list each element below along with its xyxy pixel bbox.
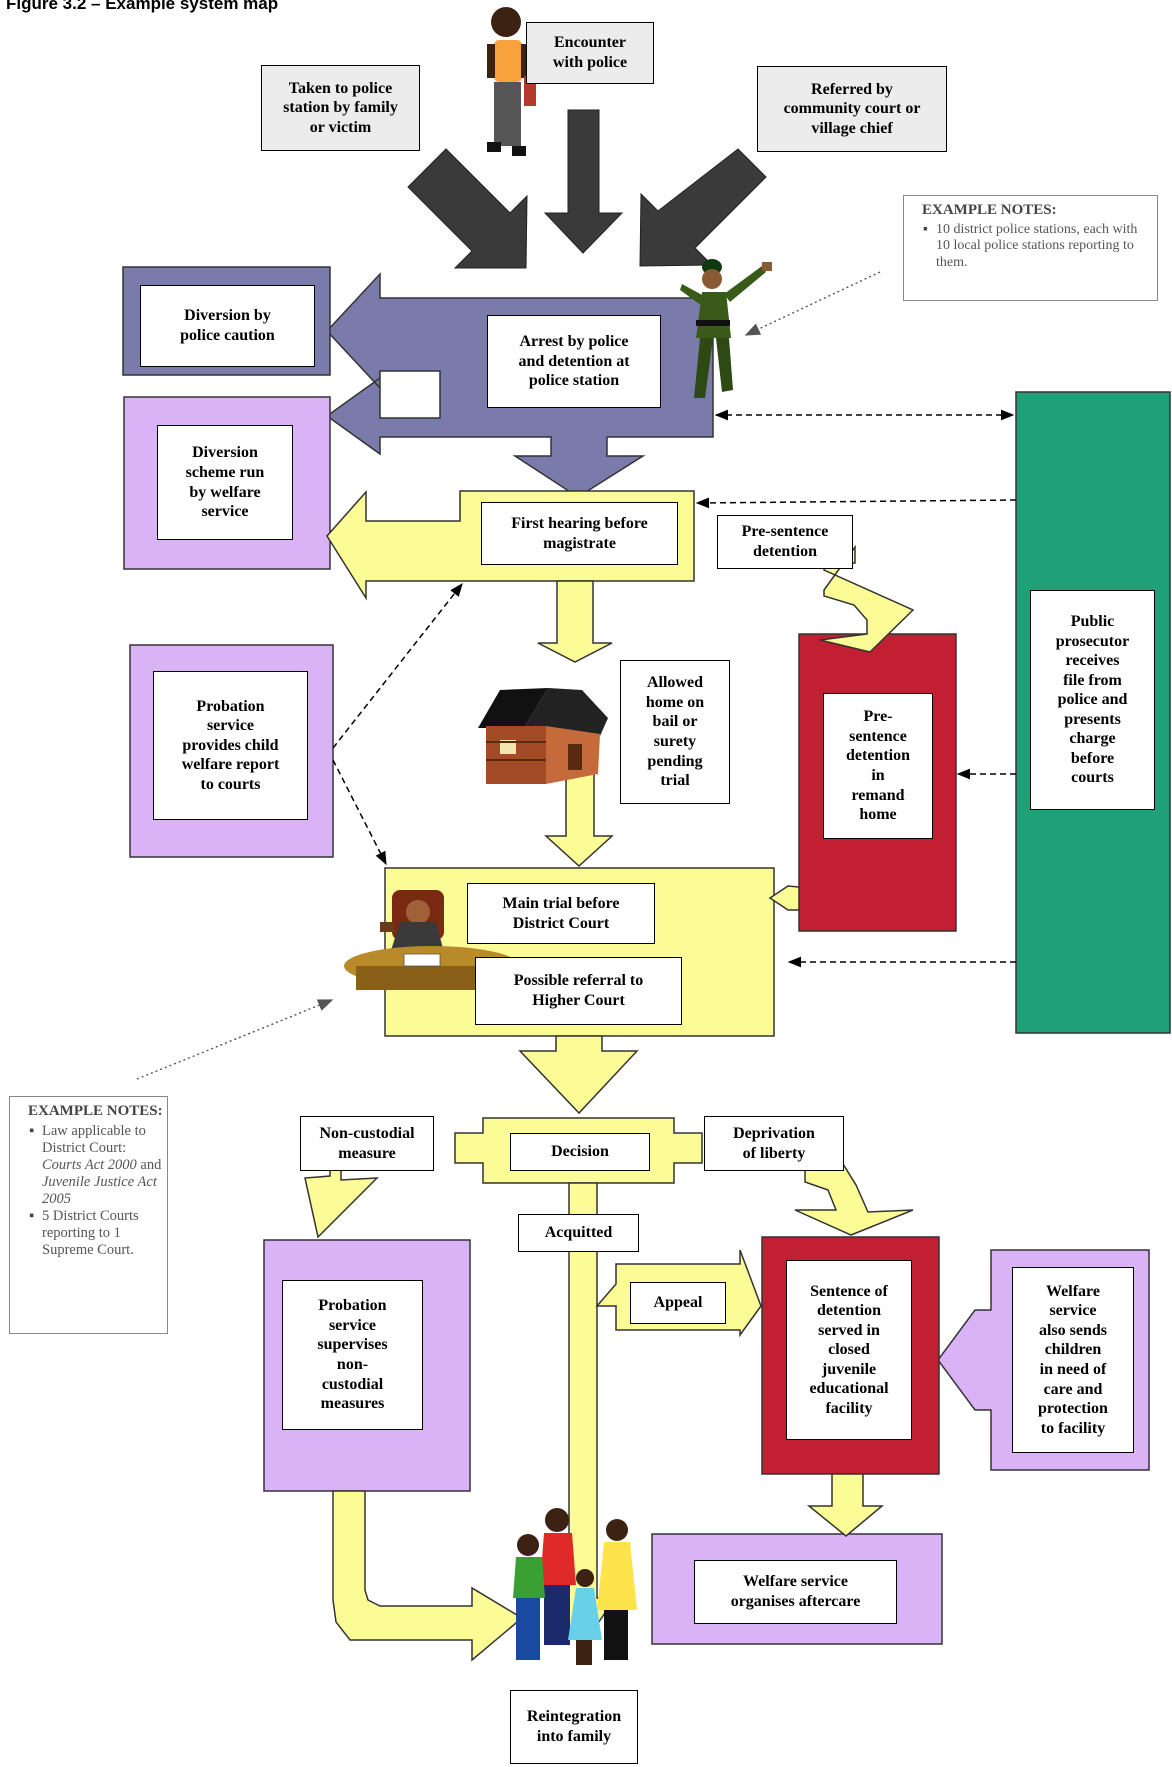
pre-sentence-label: Pre-sentence detention: [717, 515, 853, 569]
probation-report-label: Probation service provides child welfare…: [153, 671, 308, 820]
example-notes-bottom-title: EXAMPLE NOTES:: [28, 1103, 163, 1119]
remand-to-trial-arrow: [768, 885, 800, 911]
example-notes-top-title: EXAMPLE NOTES:: [922, 202, 1057, 218]
house-icon: [478, 688, 608, 784]
youth-figure: [487, 7, 536, 156]
figure-title: Figure 3.2 – Example system map: [6, 0, 279, 13]
police-officer-figure: [680, 259, 772, 398]
reintegration-label: Reintegration into family: [510, 1690, 638, 1764]
prosecutor-label: Public prosecutor receives file from pol…: [1030, 590, 1155, 810]
entry-encounter-label: Encounter with police: [526, 22, 654, 84]
probation-trial-link: [332, 759, 387, 866]
aftercare-label: Welfare service organises aftercare: [694, 1560, 897, 1624]
main-trial-label: Main trial before District Court: [467, 883, 655, 944]
police-caution-label: Diversion by police caution: [140, 285, 315, 367]
arrest-label: Arrest by police and detention at police…: [487, 315, 661, 408]
first-hearing-label: First hearing before magistrate: [481, 502, 678, 565]
deprivation-label: Deprivation of liberty: [704, 1116, 844, 1171]
entry-arrow-community: [639, 148, 767, 267]
entry-family-label: Taken to police station by family or vic…: [261, 65, 420, 151]
bail-to-trial-arrow: [544, 765, 614, 868]
deprivation-arrow: [794, 1150, 914, 1236]
acquitted-label: Acquitted: [518, 1214, 639, 1252]
example-notes-top-item: 10 district police stations, each with 1…: [923, 222, 1149, 272]
example-notes-bottom-item1: Law applicable to District Court: Courts…: [29, 1123, 163, 1209]
probation-hearing-link: [332, 582, 463, 749]
family-icon: [513, 1508, 637, 1665]
probation-to-family-arrow: [332, 1490, 524, 1662]
hearing-to-bail-arrow: [537, 580, 613, 663]
remand-label: Pre- sentence detention in remand home: [823, 693, 933, 839]
welfare-sends-label: Welfare service also sends children in n…: [1012, 1267, 1134, 1453]
entry-arrow-family: [407, 148, 528, 269]
top-note-link: [744, 271, 881, 336]
appeal-label: Appeal: [630, 1282, 726, 1324]
facility-to-aftercare-arrow: [806, 1473, 885, 1537]
example-notes-top: EXAMPLE NOTES: 10 district police statio…: [903, 195, 1158, 301]
trial-to-decision-arrow: [518, 1035, 639, 1115]
bottom-note-link: [136, 999, 334, 1080]
diversion-scheme-label: Diversion scheme run by welfare service: [157, 425, 293, 540]
bail-label: Allowed home on bail or surety pending t…: [620, 660, 730, 804]
example-notes-bottom: EXAMPLE NOTES: Law applicable to Distric…: [9, 1096, 168, 1334]
example-notes-bottom-item2: 5 District Courts reporting to 1 Supreme…: [29, 1208, 163, 1259]
sentence-label: Sentence of detention served in closed j…: [786, 1260, 912, 1440]
non-custodial-label: Non-custodial measure: [300, 1116, 434, 1171]
probation-supervise-label: Probation service supervises non- custod…: [282, 1280, 423, 1430]
entry-community-label: Referred by community court or village c…: [757, 66, 947, 152]
prosecutor-hearing-link: [695, 497, 1017, 509]
higher-court-label: Possible referral to Higher Court: [475, 957, 682, 1025]
decision-label: Decision: [510, 1133, 650, 1171]
entry-arrow-encounter: [543, 109, 624, 254]
